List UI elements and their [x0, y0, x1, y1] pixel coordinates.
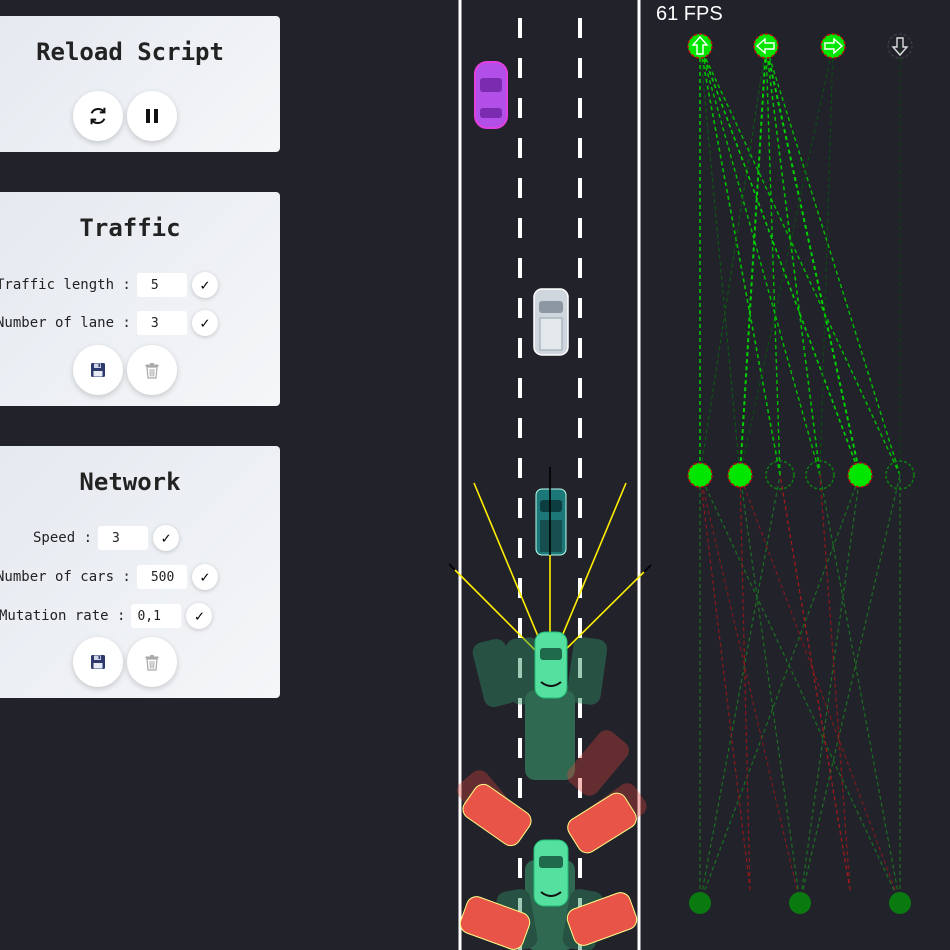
trash-icon — [145, 362, 159, 379]
hidden-node-2 — [727, 462, 753, 488]
speed-input[interactable] — [98, 526, 149, 550]
input-node-2 — [789, 892, 811, 914]
second-car-green — [533, 839, 569, 907]
pause-button[interactable] — [127, 91, 177, 141]
check-icon: ✓ — [200, 568, 210, 586]
reload-button[interactable] — [73, 91, 123, 141]
network-connections-top — [699, 45, 901, 476]
traffic-save-button[interactable] — [73, 345, 123, 395]
network-title: Network — [79, 468, 181, 496]
traffic-length-confirm-button[interactable]: ✓ — [191, 272, 218, 298]
mutation-rate-input[interactable] — [131, 604, 182, 628]
check-icon: ✓ — [200, 276, 210, 294]
arrow-down-icon — [887, 33, 913, 59]
number-of-lane-input[interactable] — [136, 311, 187, 335]
network-panel: Network Speed : ✓ Number of cars : ✓ Mut… — [0, 446, 280, 698]
hidden-node-3 — [765, 460, 795, 490]
hidden-node-6 — [885, 460, 915, 490]
check-icon: ✓ — [194, 607, 204, 625]
traffic-length-label: Traffic length : — [0, 277, 131, 293]
traffic-car-purple — [474, 61, 508, 129]
sensor-rays — [448, 467, 652, 666]
floppy-disk-icon — [91, 363, 105, 377]
input-layer-nodes — [689, 892, 911, 914]
network-delete-button[interactable] — [127, 637, 177, 687]
floppy-disk-icon — [91, 655, 105, 669]
traffic-car-teal — [535, 488, 567, 556]
check-icon: ✓ — [161, 529, 171, 547]
number-of-lane-label: Number of lane : — [0, 315, 131, 331]
fps-counter: 61 FPS — [656, 3, 723, 25]
crashed-cars-red — [457, 730, 647, 950]
mutation-rate-confirm-button[interactable]: ✓ — [186, 603, 213, 629]
traffic-title: Traffic — [79, 214, 181, 242]
hidden-node-1 — [687, 462, 713, 488]
check-icon: ✓ — [200, 314, 210, 332]
traffic-length-row: Traffic length : ✓ — [0, 272, 218, 298]
mutation-rate-row: Mutation rate : ✓ — [0, 603, 213, 629]
number-of-cars-label: Number of cars : — [0, 569, 131, 585]
speed-confirm-button[interactable]: ✓ — [153, 525, 180, 551]
input-node-1 — [689, 892, 711, 914]
network-save-button[interactable] — [73, 637, 123, 687]
trash-icon — [145, 654, 159, 671]
mutation-rate-label: Mutation rate : — [0, 608, 126, 624]
number-of-lane-confirm-button[interactable]: ✓ — [191, 310, 218, 336]
number-of-cars-row: Number of cars : ✓ — [0, 564, 218, 590]
traffic-panel: Traffic Traffic length : ✓ Number of lan… — [0, 192, 280, 406]
arrow-up-icon — [687, 33, 713, 59]
reload-script-title: Reload Script — [36, 38, 224, 66]
pause-icon — [146, 109, 158, 123]
refresh-icon — [90, 107, 106, 125]
number-of-lane-row: Number of lane : ✓ — [0, 310, 218, 336]
number-of-cars-confirm-button[interactable]: ✓ — [191, 564, 218, 590]
traffic-delete-button[interactable] — [127, 345, 177, 395]
speed-label: Speed : — [33, 530, 93, 546]
hidden-layer-nodes — [687, 460, 915, 490]
traffic-car-white — [533, 288, 569, 356]
traffic-length-input[interactable] — [136, 273, 187, 297]
arrow-left-icon — [753, 33, 779, 59]
main-car-green — [534, 631, 568, 699]
arrow-right-icon — [820, 33, 846, 59]
hidden-node-5 — [847, 462, 873, 488]
hidden-node-4 — [805, 460, 835, 490]
reload-script-panel: Reload Script — [0, 16, 280, 152]
input-node-3 — [889, 892, 911, 914]
ghost-cars-green — [472, 637, 608, 950]
network-connections-bottom — [699, 474, 901, 904]
speed-row: Speed : ✓ — [33, 525, 180, 551]
output-layer-nodes — [687, 33, 913, 59]
number-of-cars-input[interactable] — [136, 565, 187, 589]
